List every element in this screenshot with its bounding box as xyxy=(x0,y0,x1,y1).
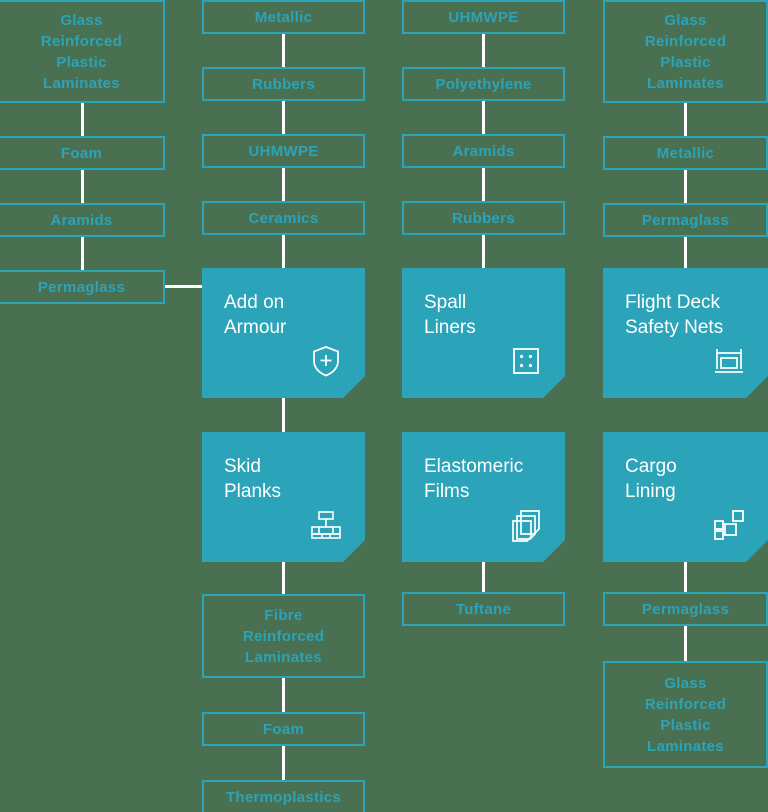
connector-vertical xyxy=(81,170,84,203)
material-box-fibre-reinforced-laminates-c2[interactable]: Fibre Reinforced Laminates xyxy=(202,594,365,678)
product-card-title: Elastomeric Films xyxy=(424,456,524,502)
connector-vertical xyxy=(282,678,285,712)
material-box-uhmwpe-c3[interactable]: UHMWPE xyxy=(402,0,565,34)
material-box-permaglass-c1[interactable]: Permaglass xyxy=(0,270,165,304)
material-box-foam-c2[interactable]: Foam xyxy=(202,712,365,746)
material-label: Thermoplastics xyxy=(225,788,342,806)
material-label: UHMWPE xyxy=(248,142,319,160)
product-card-title: Cargo Lining xyxy=(625,456,677,502)
connector-vertical xyxy=(684,562,687,592)
material-label: Aramids xyxy=(50,211,113,229)
cargo-panels-icon xyxy=(712,508,746,542)
layered-sheets-icon xyxy=(509,508,543,542)
material-label: Rubbers xyxy=(252,75,315,93)
connector-vertical xyxy=(482,168,485,201)
connector-vertical xyxy=(282,101,285,134)
material-label: Polyethylene xyxy=(435,75,532,93)
material-label: Glass Reinforced Plastic Laminates xyxy=(644,674,727,755)
product-card-flight-deck-safety-nets[interactable]: Flight Deck Safety Nets xyxy=(603,268,768,398)
material-label: Permaglass xyxy=(37,278,126,296)
material-label: Permaglass xyxy=(641,211,730,229)
product-card-cargo-lining[interactable]: Cargo Lining xyxy=(603,432,768,562)
material-label: UHMWPE xyxy=(448,8,519,26)
material-box-aramids-c3[interactable]: Aramids xyxy=(402,134,565,168)
connector-vertical xyxy=(482,101,485,134)
connector-vertical xyxy=(482,235,485,268)
product-card-title: Spall Liners xyxy=(424,292,476,338)
material-box-permaglass-c4-top[interactable]: Permaglass xyxy=(603,203,768,237)
material-label: Metallic xyxy=(254,8,313,26)
material-box-glass-reinforced-plastic-laminates-c4[interactable]: Glass Reinforced Plastic Laminates xyxy=(603,0,768,103)
material-label: Tuftane xyxy=(455,600,512,618)
material-box-glass-reinforced-plastic-laminates-c1[interactable]: Glass Reinforced Plastic Laminates xyxy=(0,0,165,103)
connector-vertical xyxy=(282,562,285,594)
product-card-title: Add on Armour xyxy=(224,292,287,338)
product-card-add-on-armour[interactable]: Add on Armour xyxy=(202,268,365,398)
material-box-aramids-c1[interactable]: Aramids xyxy=(0,203,165,237)
material-box-uhmwpe-c2[interactable]: UHMWPE xyxy=(202,134,365,168)
material-box-metallic-c2[interactable]: Metallic xyxy=(202,0,365,34)
material-box-polyethylene-c3[interactable]: Polyethylene xyxy=(402,67,565,101)
shield-plus-icon xyxy=(309,344,343,378)
connector-vertical xyxy=(282,34,285,67)
material-label: Rubbers xyxy=(452,209,515,227)
product-card-spall-liners[interactable]: Spall Liners xyxy=(402,268,565,398)
connector-vertical xyxy=(482,34,485,67)
connector-vertical xyxy=(81,103,84,136)
material-label: Foam xyxy=(262,720,305,738)
connector-vertical xyxy=(282,168,285,201)
material-box-metallic-c4[interactable]: Metallic xyxy=(603,136,768,170)
connector-vertical xyxy=(282,235,285,268)
skid-plank-icon xyxy=(309,508,343,542)
material-box-rubbers-c2[interactable]: Rubbers xyxy=(202,67,365,101)
material-label: Foam xyxy=(60,144,103,162)
material-box-ceramics-c2[interactable]: Ceramics xyxy=(202,201,365,235)
connector-vertical xyxy=(482,562,485,592)
connector-vertical xyxy=(684,237,687,268)
connector-vertical xyxy=(684,626,687,661)
connector-vertical xyxy=(282,746,285,780)
material-box-tuftane-c3[interactable]: Tuftane xyxy=(402,592,565,626)
connector-vertical xyxy=(684,103,687,136)
safety-net-icon xyxy=(712,344,746,378)
material-label: Fibre Reinforced Laminates xyxy=(242,606,325,666)
material-box-permaglass-c4-bottom[interactable]: Permaglass xyxy=(603,592,768,626)
connector-horizontal xyxy=(165,285,205,288)
product-card-title: Flight Deck Safety Nets xyxy=(625,292,724,338)
material-box-foam-c1[interactable]: Foam xyxy=(0,136,165,170)
material-label: Ceramics xyxy=(248,209,319,227)
product-card-skid-planks[interactable]: Skid Planks xyxy=(202,432,365,562)
material-box-rubbers-c3[interactable]: Rubbers xyxy=(402,201,565,235)
dotted-panel-icon xyxy=(509,344,543,378)
material-box-thermoplastics-c2[interactable]: Thermoplastics xyxy=(202,780,365,812)
product-card-elastomeric-films[interactable]: Elastomeric Films xyxy=(402,432,565,562)
material-label: Metallic xyxy=(656,144,715,162)
material-label: Glass Reinforced Plastic Laminates xyxy=(644,11,727,92)
material-box-glass-reinforced-plastic-laminates-c4-bottom[interactable]: Glass Reinforced Plastic Laminates xyxy=(603,661,768,768)
material-label: Permaglass xyxy=(641,600,730,618)
connector-vertical xyxy=(81,237,84,270)
material-label: Aramids xyxy=(452,142,515,160)
connector-vertical xyxy=(684,170,687,203)
product-card-title: Skid Planks xyxy=(224,456,282,502)
connector-vertical xyxy=(282,398,285,432)
material-label: Glass Reinforced Plastic Laminates xyxy=(40,11,123,92)
